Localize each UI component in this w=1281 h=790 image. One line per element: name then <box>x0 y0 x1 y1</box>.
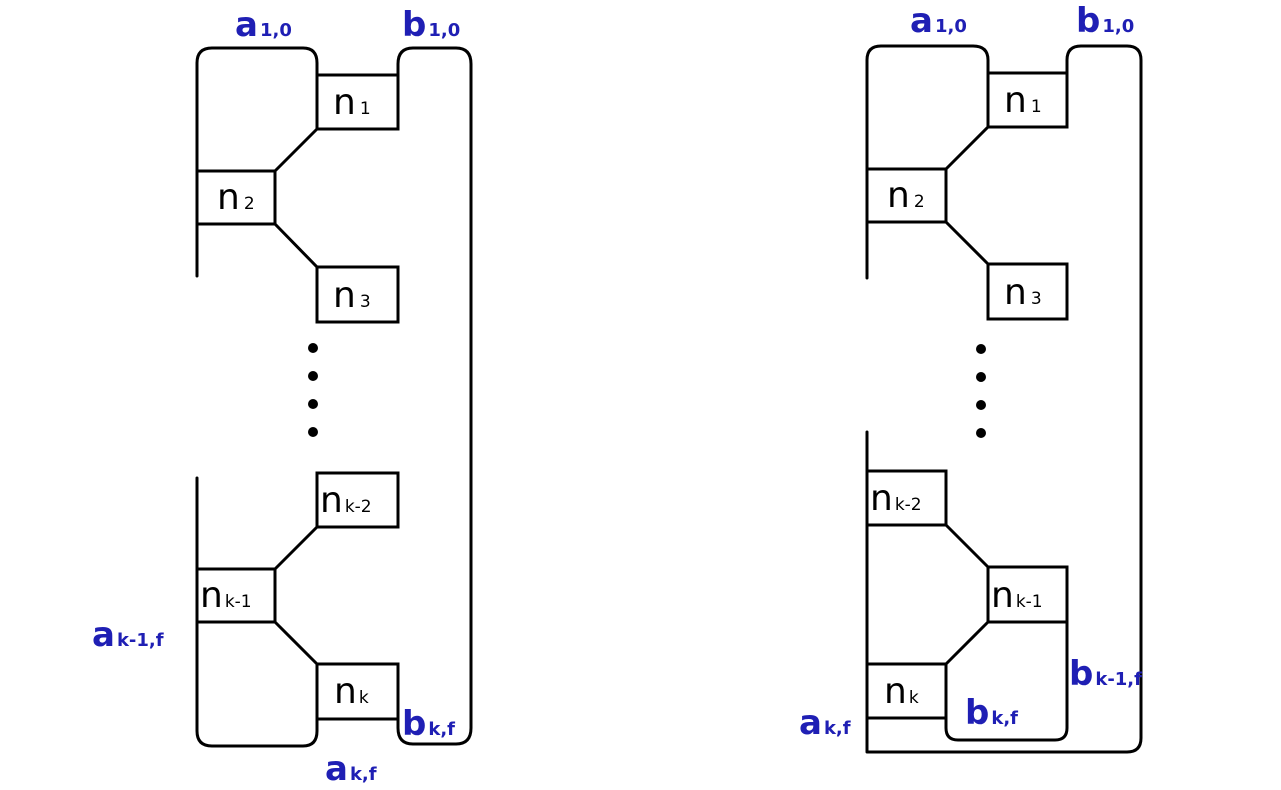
right-node-box-n2 <box>865 167 948 224</box>
left-connector-nk1-nk <box>273 620 319 666</box>
left-connector-n1-n2 <box>273 127 319 173</box>
left-node-box-n3 <box>315 265 400 324</box>
right-connector-n1-n2 <box>944 125 990 171</box>
right-connector-n2-n3 <box>944 220 990 266</box>
left-ellipsis-dot-4 <box>308 427 318 437</box>
right-connector-nk1-nk <box>944 620 990 666</box>
right-node-box-nk-2 <box>865 469 948 527</box>
right-node-box-nk <box>865 662 948 720</box>
right-node-box-nk-1 <box>986 565 1069 624</box>
left-a-strand-top <box>195 46 319 278</box>
left-node-box-n1 <box>315 73 400 131</box>
right-ellipsis-dot-3 <box>976 400 986 410</box>
left-node-box-nk <box>315 662 400 721</box>
left-a-strand-bottom <box>195 476 319 748</box>
right-a-strand-bottom <box>865 44 1143 754</box>
left-node-box-nk-2 <box>315 471 400 529</box>
left-b-strand <box>396 46 473 746</box>
left-ellipsis-dot-3 <box>308 399 318 409</box>
left-ellipsis-dot-1 <box>308 343 318 353</box>
right-connector-nk2-nk1 <box>944 523 990 569</box>
right-ellipsis-dot-1 <box>976 344 986 354</box>
left-node-box-nk-1 <box>195 567 277 624</box>
right-node-box-n1 <box>986 71 1069 129</box>
right-node-box-n3 <box>986 262 1069 321</box>
right-a-strand-top <box>865 44 990 280</box>
left-connector-n2-n3 <box>273 222 319 269</box>
left-connector-nk2-nk1 <box>273 525 319 571</box>
right-ellipsis-dot-4 <box>976 428 986 438</box>
left-ellipsis-dot-2 <box>308 371 318 381</box>
right-inner-b-strand <box>944 620 1069 742</box>
right-ellipsis-dot-2 <box>976 372 986 382</box>
left-node-box-n2 <box>195 169 277 226</box>
